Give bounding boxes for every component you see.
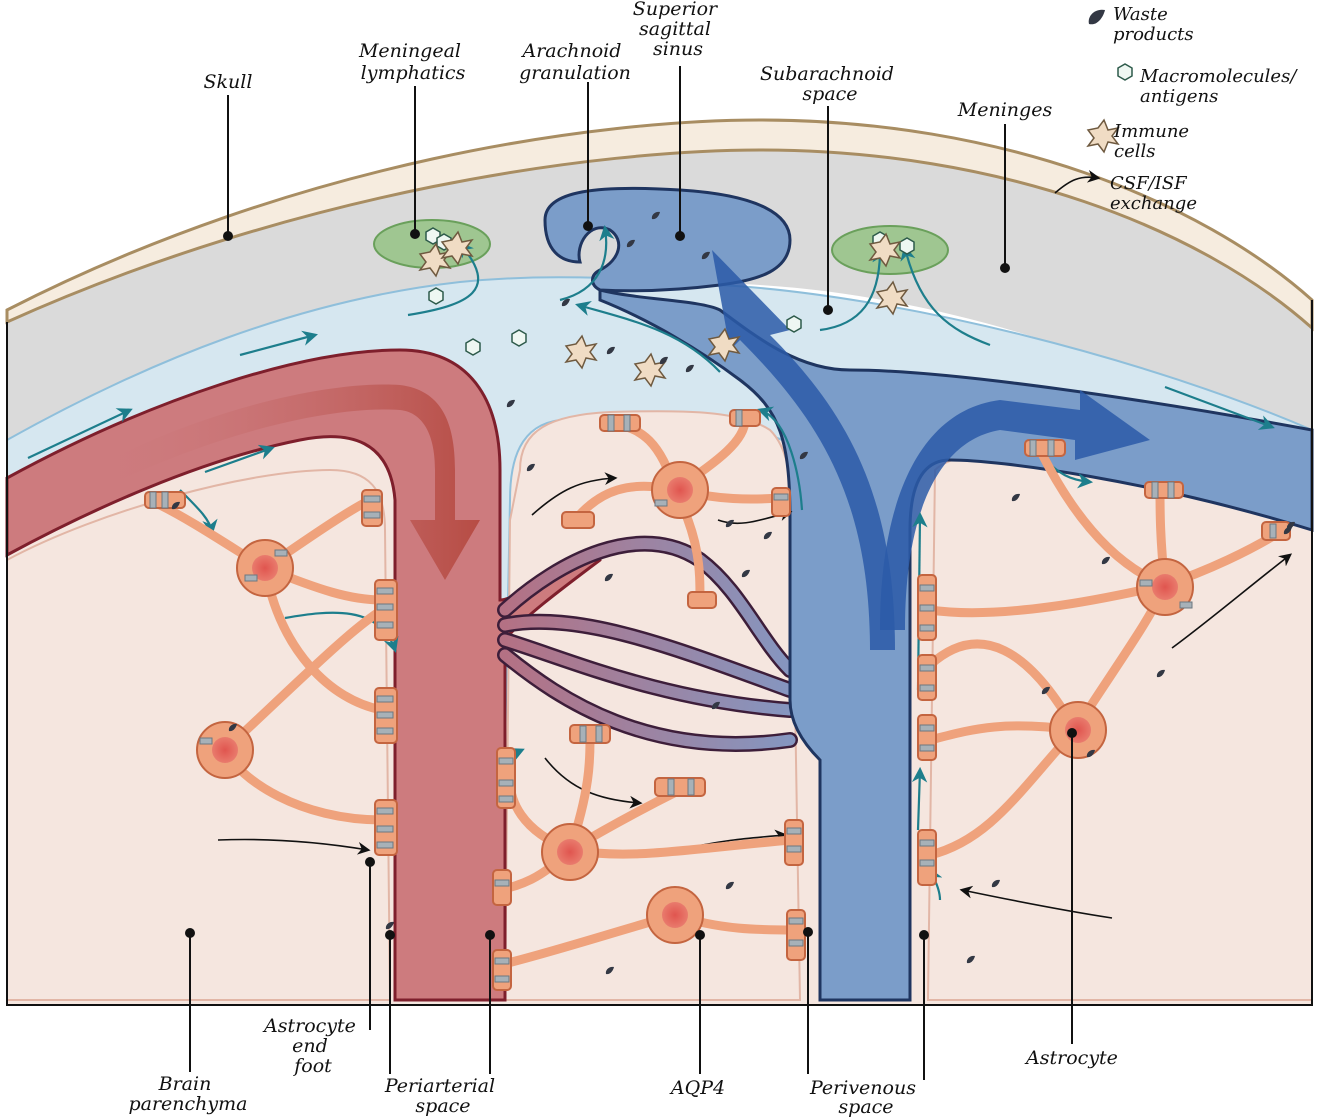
leader-dots [185, 221, 1077, 940]
label-periarterial-space: Periarterial space [384, 1075, 501, 1117]
astrocyte-nucleus [252, 555, 278, 581]
label-brain-parenchyma: Brain parenchyma [128, 1073, 247, 1115]
meninges-layer [7, 150, 1312, 440]
label-subarachnoid-space: Subarachnoid space [760, 63, 900, 105]
legend-exchange-label: CSF/ISF exchange [1110, 173, 1197, 214]
section-border [6, 300, 1313, 1006]
legend-waste-icon [1088, 9, 1105, 25]
label-astrocyte-end-foot: Astrocyte end foot [262, 1015, 362, 1077]
astrocyte-nucleus [667, 477, 693, 503]
vein-flow-arrow-up [712, 250, 895, 650]
aqp4-channels [149, 409, 1277, 983]
astrocyte-nucleus [662, 902, 688, 928]
legend-waste-label: Waste products [1113, 4, 1194, 45]
csf-flow-arrows [27, 224, 1275, 901]
astrocyte-nucleus [557, 839, 583, 865]
label-meninges: Meninges [957, 99, 1053, 121]
astrocyte-nucleus [1152, 574, 1178, 600]
label-aqp4: AQP4 [669, 1077, 725, 1099]
label-arachnoid-granulation: Arachnoid granulation [519, 40, 631, 84]
astrocyte-nucleus [212, 737, 238, 763]
parenchyma-block-left [6, 468, 392, 1001]
legend-macromolecules-label: Macromolecules/ antigens [1139, 66, 1302, 107]
label-skull: Skull [204, 71, 253, 93]
superior-sagittal-sinus-shape [543, 186, 792, 293]
label-superior-sagittal-sinus: Superior sagittal sinus [633, 0, 723, 60]
label-meningeal-lymphatics: Meningeal lymphatics [358, 40, 467, 84]
legend-macromolecule-icon [1117, 63, 1133, 81]
legend: Waste products Macromolecules/ antigens … [1110, 4, 1302, 214]
legend-immune-label: Immune cells [1113, 121, 1195, 162]
immune-cells [418, 118, 1120, 388]
label-perivenous-space: Perivenous space [809, 1077, 922, 1118]
vein-flow-arrow-right [880, 390, 1150, 630]
label-astrocyte: Astrocyte [1024, 1047, 1118, 1069]
legend-immune-icon [1086, 118, 1120, 154]
artery-flow-arrow [90, 384, 480, 580]
labels: Skull Meningeal lymphatics Arachnoid gra… [128, 0, 1117, 1118]
